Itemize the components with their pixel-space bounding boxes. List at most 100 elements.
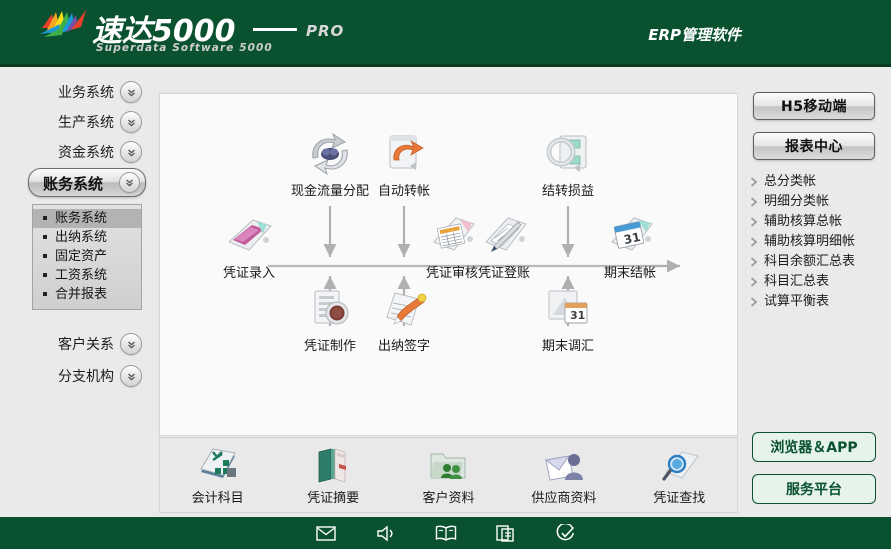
check-circle-icon[interactable] — [555, 522, 577, 544]
flow-node-fx-adjust[interactable]: 31 期末调汇 — [520, 279, 616, 354]
report-link-label: 明细分类帐 — [764, 194, 830, 209]
period-close-calendar-icon: 31 — [582, 206, 678, 260]
cashier-sign-icon — [356, 279, 452, 333]
sidebar-submenu: 账务系统 出纳系统 固定资产 工资系统 合并报表 — [32, 204, 142, 310]
flow-node-voucher-post[interactable]: 凭证登账 — [456, 206, 552, 281]
left-sidebar: 业务系统 生产系统 资金系统 账务系统 — [6, 78, 154, 508]
shortcut-label: 凭证摘要 — [307, 491, 360, 506]
flow-node-label: 出纳签字 — [377, 339, 430, 354]
flow-node-auto-transfer[interactable]: 自动转帐 — [356, 124, 452, 199]
flow-node-label: 凭证制作 — [303, 339, 356, 354]
flow-node-label: 凭证审核 — [425, 266, 478, 281]
flow-node-label: 结转损益 — [541, 184, 594, 199]
submenu-item-0[interactable]: 账务系统 — [33, 209, 141, 228]
report-link-3[interactable]: 辅助核算明细帐 — [750, 232, 888, 252]
chevron-double-down-icon[interactable] — [120, 141, 142, 163]
submenu-item-2[interactable]: 固定资产 — [33, 247, 141, 266]
chevron-double-down-icon[interactable] — [120, 81, 142, 103]
sidebar-group-1[interactable]: 生产系统 — [6, 108, 154, 136]
shortcut-supplier-data[interactable]: 供应商资料 — [514, 444, 614, 506]
h5-mobile-button[interactable]: H5移动端 — [753, 92, 875, 120]
copy-icon[interactable] — [495, 522, 517, 544]
shortcut-accounting-subject[interactable]: 会计科目 — [168, 444, 268, 506]
service-platform-button[interactable]: 服务平台 — [752, 474, 876, 504]
report-link-label: 科目汇总表 — [764, 274, 830, 289]
flow-node-label: 期末调汇 — [541, 339, 594, 354]
voucher-entry-icon — [201, 206, 297, 260]
report-link-6[interactable]: 试算平衡表 — [750, 292, 888, 312]
sidebar-group-button-active[interactable]: 账务系统 — [28, 168, 146, 197]
flow-node-voucher-entry[interactable]: 凭证录入 — [201, 206, 297, 281]
bullet-icon — [43, 253, 47, 258]
chevron-double-down-icon[interactable] — [120, 365, 142, 387]
carry-forward-icon — [520, 124, 616, 178]
submenu-item-label: 账务系统 — [55, 211, 108, 226]
sidebar-group-label: 资金系统 — [58, 145, 114, 161]
chevron-right-icon — [750, 197, 758, 207]
flow-node-cash-flow[interactable]: 现金流量分配 — [282, 124, 378, 199]
flow-node-cashier-sign[interactable]: 出纳签字 — [356, 279, 452, 354]
report-link-label: 辅助核算明细帐 — [764, 234, 856, 249]
shortcut-label: 会计科目 — [191, 491, 244, 506]
shortcut-label: 凭证查找 — [653, 491, 706, 506]
sidebar-group-4[interactable]: 客户关系 — [6, 330, 154, 358]
right-green-buttons: 浏览器＆APP 服务平台 — [740, 432, 888, 516]
shortcut-voucher-search[interactable]: 凭证查找 — [629, 444, 729, 506]
brand-dash — [253, 28, 297, 31]
shortcut-customer-data[interactable]: 客户资料 — [398, 444, 498, 506]
report-link-label: 科目余额汇总表 — [764, 254, 856, 269]
voucher-summary-icon — [283, 444, 383, 486]
sidebar-group-label: 业务系统 — [58, 85, 114, 101]
header-title: ERP管理软件 — [648, 26, 741, 44]
sidebar-group-label: 账务系统 — [43, 175, 104, 193]
flow-node-voucher-make[interactable]: 凭证制作 — [282, 279, 378, 354]
chevron-double-down-icon[interactable] — [120, 111, 142, 133]
header-divider — [0, 64, 891, 67]
submenu-item-1[interactable]: 出纳系统 — [33, 228, 141, 247]
sidebar-group-label: 分支机构 — [58, 369, 114, 385]
cash-flow-recycle-icon — [282, 124, 378, 178]
submenu-item-label: 工资系统 — [55, 268, 108, 283]
report-link-2[interactable]: 辅助核算总帐 — [750, 212, 888, 232]
sidebar-group-3-active[interactable]: 账务系统 — [6, 168, 154, 202]
chevron-right-icon — [750, 217, 758, 227]
speaker-icon[interactable] — [375, 522, 397, 544]
chevron-right-icon — [750, 177, 758, 187]
brand-pro-label: PRO — [306, 22, 345, 40]
mail-icon[interactable] — [315, 522, 337, 544]
report-link-0[interactable]: 总分类帐 — [750, 172, 888, 192]
flow-node-carry-forward[interactable]: 结转损益 — [520, 124, 616, 199]
sidebar-submenu-wrap: 账务系统 出纳系统 固定资产 工资系统 合并报表 — [6, 204, 154, 324]
chevron-right-icon — [750, 297, 758, 307]
submenu-item-4[interactable]: 合并报表 — [33, 285, 141, 304]
brand-name-en: Superdata Software 5000 — [96, 42, 273, 54]
browser-app-button[interactable]: 浏览器＆APP — [752, 432, 876, 462]
sidebar-group-0[interactable]: 业务系统 — [6, 78, 154, 106]
submenu-item-3[interactable]: 工资系统 — [33, 266, 141, 285]
shortcut-voucher-summary[interactable]: 凭证摘要 — [283, 444, 383, 506]
report-link-label: 试算平衡表 — [764, 294, 830, 309]
voucher-audit-icon — [404, 206, 500, 260]
report-link-5[interactable]: 科目汇总表 — [750, 272, 888, 292]
chevron-right-icon — [750, 257, 758, 267]
sidebar-group-2[interactable]: 资金系统 — [6, 138, 154, 166]
report-link-list: 总分类帐 明细分类帐 辅助核算总帐 辅助核算明细帐 科目余额汇总表 科目汇总表 — [740, 172, 888, 312]
flow-node-period-close[interactable]: 31 期末结帐 — [582, 206, 678, 281]
report-link-4[interactable]: 科目余额汇总表 — [750, 252, 888, 272]
bullet-icon — [43, 291, 47, 296]
submenu-item-label: 合并报表 — [55, 287, 108, 302]
chevron-double-down-icon[interactable] — [119, 172, 140, 193]
report-link-1[interactable]: 明细分类帐 — [750, 192, 888, 212]
sidebar-group-5[interactable]: 分支机构 — [6, 362, 154, 390]
chevron-double-down-icon[interactable] — [120, 333, 142, 355]
submenu-item-label: 固定资产 — [55, 249, 108, 264]
book-icon[interactable] — [435, 522, 457, 544]
voucher-make-icon — [282, 279, 378, 333]
flow-node-voucher-audit[interactable]: 凭证审核 — [404, 206, 500, 281]
sidebar-group-label: 生产系统 — [58, 115, 114, 131]
shortcut-label: 客户资料 — [422, 491, 475, 506]
report-center-button[interactable]: 报表中心 — [753, 132, 875, 160]
chevron-right-icon — [750, 237, 758, 247]
right-sidebar: H5移动端 报表中心 总分类帐 明细分类帐 辅助核算总帐 辅助核算明细帐 科目余… — [740, 92, 888, 512]
